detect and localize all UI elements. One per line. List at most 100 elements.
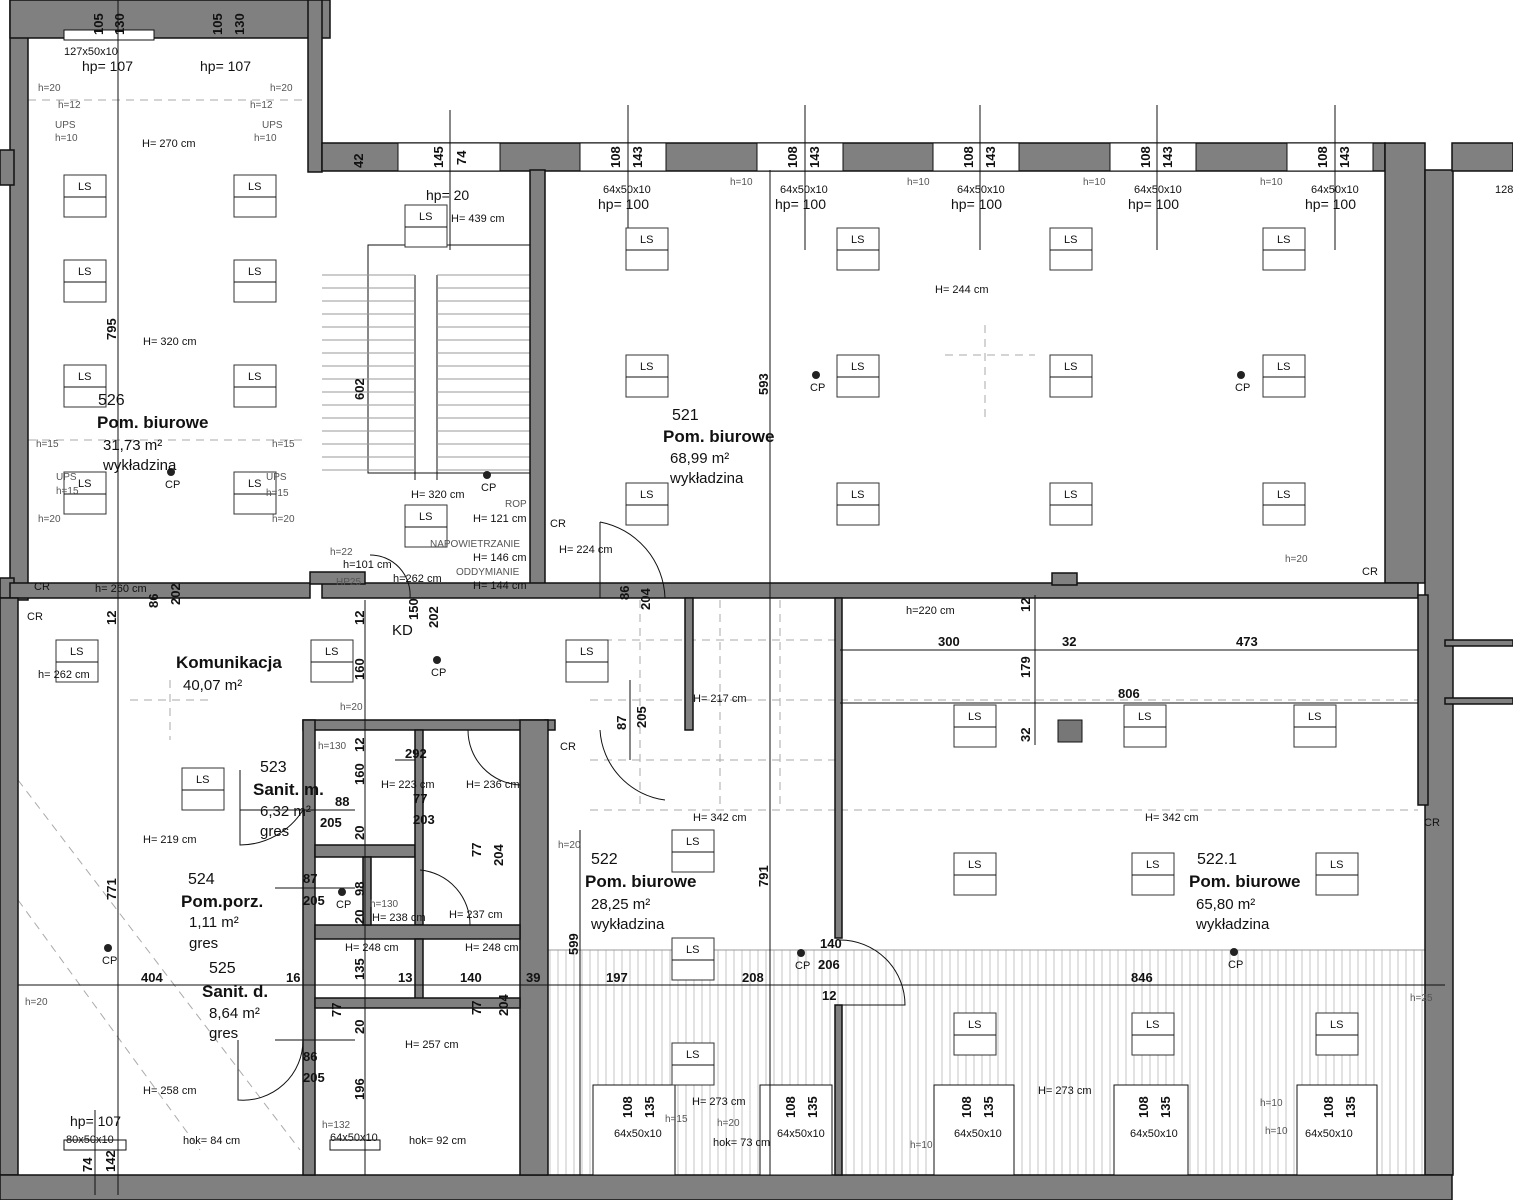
room-number: 526 — [98, 392, 125, 409]
window-size-label: 128 — [1495, 184, 1513, 196]
ls-fixture: LS — [1262, 227, 1306, 271]
cp-label: CP — [336, 899, 351, 911]
cp-label: CP — [431, 667, 446, 679]
dimension-label: 77 — [469, 1001, 484, 1015]
dimension-label: 135 — [805, 1096, 820, 1118]
room-number: 523 — [260, 759, 287, 776]
ceiling-height-label: H= 223 cm — [381, 779, 435, 791]
cp-dot — [433, 656, 441, 664]
dimension-label: 806 — [1118, 686, 1140, 701]
ceiling-height-label: H= 320 cm — [143, 336, 197, 348]
room-524[interactable]: 524 Pom.porz. 1,11 m² gres — [181, 871, 263, 952]
ls-fixture: LS — [1049, 227, 1093, 271]
annotation-label: h=10 — [55, 133, 78, 144]
window-size-label: 80x50x10 — [66, 1134, 114, 1146]
annotation-label: h=10 — [907, 177, 930, 188]
dimension-label: 143 — [807, 146, 822, 168]
room-floor: wykładzina — [590, 916, 665, 933]
dimension-label: 205 — [634, 706, 649, 728]
dimension-label: 32 — [1018, 728, 1033, 742]
ceiling-height-label: H= 238 cm — [372, 912, 426, 924]
room-area: 65,80 m² — [1196, 896, 1255, 913]
ls-fixture: LS — [1131, 852, 1175, 896]
ls-label: LS — [1146, 859, 1159, 871]
cp-label: CP — [795, 960, 810, 972]
ls-label: LS — [196, 774, 209, 786]
ls-fixture: LS — [625, 227, 669, 271]
sill-height-label: hp= 100 — [775, 196, 826, 212]
ls-fixture: LS — [953, 1012, 997, 1056]
dimension-label: 130 — [112, 13, 127, 35]
dimension-label: 105 — [91, 13, 106, 35]
ls-label: LS — [851, 361, 864, 373]
window-size-label: 64x50x10 — [780, 184, 828, 196]
doors — [237, 521, 906, 1101]
ls-label: LS — [1064, 361, 1077, 373]
dimension-label: 140 — [820, 936, 842, 951]
room-floor: gres — [189, 935, 218, 952]
dimension-label: 593 — [756, 373, 771, 395]
annotation-label: h=20 — [38, 83, 61, 94]
dimension-label: 791 — [756, 865, 771, 887]
ls-fixture: LS — [310, 639, 354, 683]
ceiling-height-label: H= 342 cm — [1145, 812, 1199, 824]
ls-fixture: LS — [565, 639, 609, 683]
dimension-label: 108 — [620, 1096, 635, 1118]
room-523[interactable]: 523 Sanit. m. 6,32 m² gres — [253, 759, 324, 840]
room-komunikacja[interactable]: Komunikacja 40,07 m² — [176, 653, 282, 694]
ls-fixture: LS — [233, 364, 277, 408]
cp-label: CP — [810, 382, 825, 394]
room-522[interactable]: 522 Pom. biurowe 28,25 m² wykładzina — [585, 851, 696, 933]
annotation-label: h=20 — [38, 514, 61, 525]
ceiling-height-label: H= 270 cm — [142, 138, 196, 150]
ls-fixture: LS — [836, 227, 880, 271]
cr-label: CR — [550, 518, 566, 530]
annotation-label: h=15 — [272, 439, 295, 450]
room-525[interactable]: 525 Sanit. d. 8,64 m² gres — [202, 960, 268, 1042]
dimension-label: 135 — [352, 958, 367, 980]
dimension-label: 197 — [606, 970, 628, 985]
ceiling-height-label: H= 236 cm — [466, 779, 520, 791]
windows — [63, 29, 1378, 1176]
annotation-label: h=25 — [1410, 993, 1433, 1004]
ls-fixture: LS — [953, 704, 997, 748]
window-size-label: 64x50x10 — [777, 1128, 825, 1140]
room-number: 525 — [209, 960, 236, 977]
room-name: Pom. biurowe — [585, 872, 696, 891]
window-size-label: 64x50x10 — [1305, 1128, 1353, 1140]
dimension-label: 404 — [141, 970, 163, 985]
room-522-1[interactable]: 522.1 Pom. biurowe 65,80 m² wykładzina — [1189, 851, 1300, 933]
dimension-label: 130 — [232, 13, 247, 35]
room-floor: wykładzina — [1195, 916, 1270, 933]
ls-fixture: LS — [836, 354, 880, 398]
ls-label: LS — [968, 1019, 981, 1031]
annotation-label: h=132 — [322, 1120, 351, 1131]
ceiling-height-label: hok= 84 cm — [183, 1135, 240, 1147]
sill-height-label: hp= 107 — [70, 1113, 121, 1129]
ls-label: LS — [580, 646, 593, 658]
ls-label: LS — [248, 266, 261, 278]
room-number: 524 — [188, 871, 215, 888]
room-521[interactable]: 521 Pom. biurowe 68,99 m² wykładzina — [663, 407, 774, 487]
ls-label: LS — [1146, 1019, 1159, 1031]
dimension-label: 108 — [1315, 146, 1330, 168]
dimension-label: 205 — [303, 1070, 325, 1085]
ls-label: LS — [1064, 489, 1077, 501]
dimension-label: 108 — [785, 146, 800, 168]
ls-label: LS — [686, 1049, 699, 1061]
room-526[interactable]: 526 Pom. biurowe 31,73 m² wykładzina — [97, 392, 208, 474]
dimension-label: 204 — [496, 994, 511, 1016]
sill-height-label: hp= 20 — [426, 187, 469, 203]
ls-label: LS — [1277, 361, 1290, 373]
ceiling-height-label: H= 320 cm — [411, 489, 465, 501]
ceiling-height-label: H= 258 cm — [143, 1085, 197, 1097]
dimension-label: 108 — [608, 146, 623, 168]
window-size-label: 64x50x10 — [330, 1132, 378, 1144]
annotation-label: h=130 — [318, 741, 347, 752]
ls-fixture: LS — [671, 829, 715, 873]
annotation-label: h=20 — [1285, 554, 1308, 565]
cr-label: CR — [1362, 566, 1378, 578]
annotation-label: h=20 — [340, 702, 363, 713]
ceiling-height-label: h= 260 cm — [95, 583, 147, 595]
